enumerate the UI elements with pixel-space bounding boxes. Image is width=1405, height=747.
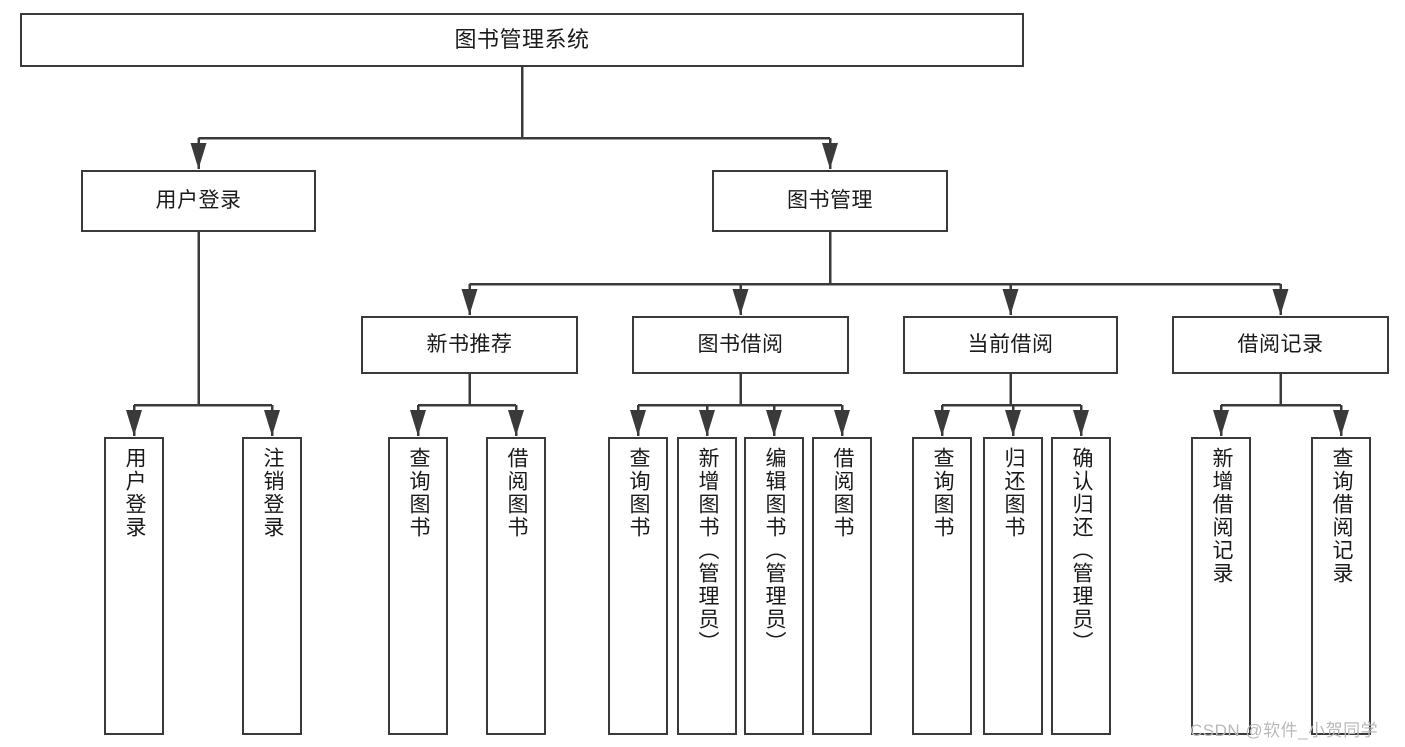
node-leaf-query-book-borrow-label: 查询图书 [627, 447, 651, 539]
node-leaf-return-book-label: 归还图书 [1002, 447, 1026, 539]
node-current-borrow[interactable]: 当前借阅 [903, 316, 1118, 374]
node-borrow-record-label: 借阅记录 [1237, 332, 1324, 356]
node-root[interactable]: 图书管理系统 [20, 13, 1024, 67]
node-book-borrow[interactable]: 图书借阅 [632, 316, 849, 374]
node-leaf-logout-login[interactable]: 注销登录 [242, 437, 302, 735]
node-leaf-query-record-label: 查询借阅记录 [1330, 447, 1354, 585]
node-leaf-user-login-label: 用户登录 [123, 447, 147, 539]
node-book-manage-label: 图书管理 [787, 188, 873, 212]
node-leaf-logout-login-label: 注销登录 [261, 447, 285, 539]
node-leaf-confirm-return[interactable]: 确认归还（管理员） [1051, 437, 1111, 735]
node-leaf-add-record-label: 新增借阅记录 [1210, 447, 1234, 585]
node-leaf-borrow-book-rec-label: 借阅图书 [505, 447, 529, 539]
node-leaf-borrow-book-label: 借阅图书 [831, 447, 855, 539]
node-user-login-label: 用户登录 [155, 188, 242, 212]
node-leaf-query-book-current-label: 查询图书 [931, 447, 955, 539]
node-root-label: 图书管理系统 [454, 27, 590, 53]
node-leaf-query-book-borrow[interactable]: 查询图书 [608, 437, 668, 735]
node-book-borrow-label: 图书借阅 [697, 332, 784, 356]
node-leaf-add-record[interactable]: 新增借阅记录 [1191, 437, 1251, 735]
node-leaf-query-book-rec-label: 查询图书 [407, 447, 431, 539]
node-new-book-rec-label: 新书推荐 [426, 332, 513, 356]
node-leaf-edit-book[interactable]: 编辑图书（管理员） [744, 437, 804, 735]
node-leaf-borrow-book[interactable]: 借阅图书 [812, 437, 872, 735]
node-leaf-query-book-current[interactable]: 查询图书 [912, 437, 972, 735]
node-leaf-borrow-book-rec[interactable]: 借阅图书 [486, 437, 546, 735]
node-user-login[interactable]: 用户登录 [81, 170, 316, 232]
node-book-manage[interactable]: 图书管理 [712, 170, 948, 232]
node-current-borrow-label: 当前借阅 [967, 332, 1054, 356]
node-borrow-record[interactable]: 借阅记录 [1172, 316, 1389, 374]
node-leaf-return-book[interactable]: 归还图书 [983, 437, 1043, 735]
node-leaf-confirm-return-label: 确认归还（管理员） [1070, 447, 1094, 654]
node-leaf-query-record[interactable]: 查询借阅记录 [1311, 437, 1371, 735]
node-new-book-rec[interactable]: 新书推荐 [361, 316, 578, 374]
watermark: CSDN @软件_小贺同学 [1190, 721, 1379, 740]
node-leaf-query-book-rec[interactable]: 查询图书 [388, 437, 448, 735]
node-leaf-add-book-label: 新增图书（管理员） [696, 447, 720, 654]
node-leaf-add-book[interactable]: 新增图书（管理员） [677, 437, 737, 735]
node-leaf-user-login[interactable]: 用户登录 [104, 437, 164, 735]
node-leaf-edit-book-label: 编辑图书（管理员） [763, 447, 787, 654]
